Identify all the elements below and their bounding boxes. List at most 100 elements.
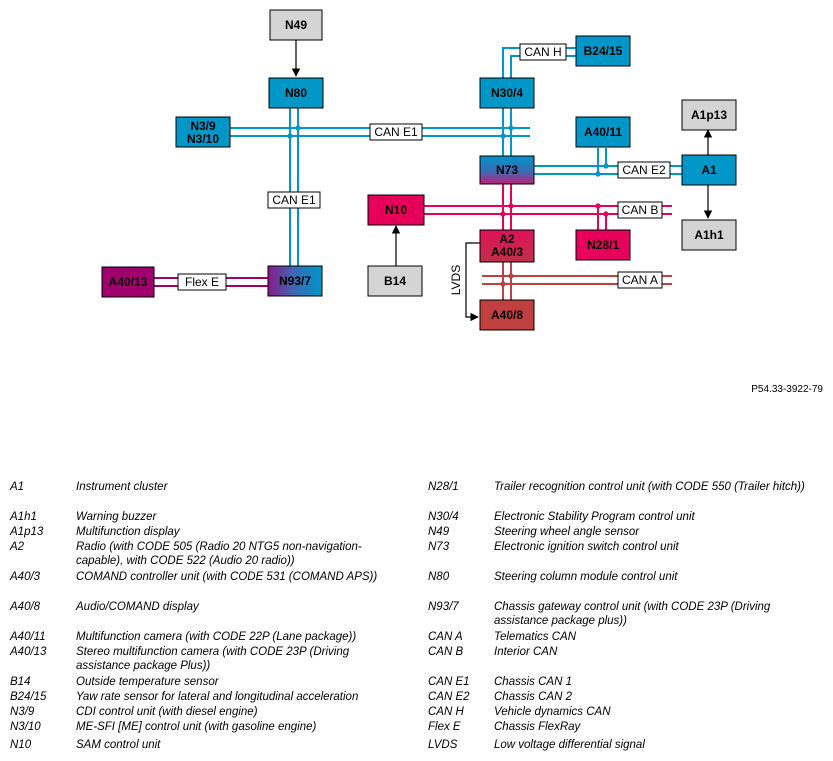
- legend-code: N49: [428, 526, 450, 538]
- block-a1p13: A1p13: [681, 99, 737, 131]
- svg-text:N80: N80: [285, 86, 307, 100]
- legend-code: N30/4: [428, 511, 459, 523]
- legend-code: Flex E: [428, 721, 461, 733]
- legend-description: SAM control unit: [76, 739, 161, 751]
- svg-text:A2: A2: [499, 232, 515, 246]
- block-n30-4: N30/4: [479, 77, 535, 109]
- svg-text:N3/10: N3/10: [187, 132, 219, 146]
- legend-code: CAN A: [428, 631, 463, 643]
- svg-text:N49: N49: [285, 18, 307, 32]
- legend-description: Steering column module control unit: [494, 571, 678, 583]
- bus-label-can-e2: CAN E2: [617, 161, 671, 179]
- legend-code: CAN E2: [428, 691, 470, 703]
- legend-code: A1p13: [10, 526, 44, 538]
- block-n10: N10: [367, 194, 425, 226]
- block-a2-a40-3: A2 A40/3: [479, 229, 535, 263]
- block-n80: N80: [268, 77, 324, 109]
- legend-description: Warning buzzer: [76, 511, 157, 523]
- legend-description: Radio (with CODE 505 (Radio 20 NTG5 non-…: [76, 541, 362, 567]
- svg-text:CAN B: CAN B: [622, 203, 659, 217]
- legend-description: Chassis CAN 2: [494, 691, 572, 703]
- legend-code: B14: [10, 676, 31, 688]
- svg-text:N93/7: N93/7: [279, 274, 311, 288]
- legend-description: Chassis gateway control unit (with CODE …: [494, 601, 771, 627]
- bus-label-can-e1-horizontal: CAN E1: [369, 123, 423, 141]
- block-a40-8: A40/8: [479, 299, 535, 331]
- svg-text:B24/15: B24/15: [584, 44, 623, 58]
- legend-code: N73: [428, 541, 450, 553]
- block-a1h1: A1h1: [681, 219, 737, 251]
- legend-description: Stereo multifunction camera (with CODE 2…: [76, 646, 350, 672]
- svg-text:N3/9: N3/9: [190, 119, 216, 133]
- block-n3-9-n3-10: N3/9 N3/10: [175, 116, 231, 148]
- legend-code: A1h1: [10, 511, 37, 523]
- legend-right: N28/1 Trailer recognition control unit (w…: [428, 480, 828, 760]
- svg-text:A1p13: A1p13: [691, 108, 727, 122]
- svg-text:CAN E1: CAN E1: [374, 125, 418, 139]
- legend-code: CAN E1: [428, 676, 470, 688]
- legend-code: N3/10: [10, 721, 41, 733]
- svg-text:N30/4: N30/4: [491, 86, 523, 100]
- legend-description: Interior CAN: [494, 646, 558, 658]
- block-n28-1: N28/1: [575, 229, 631, 261]
- bus-label-can-e1-vertical: CAN E1: [267, 191, 321, 209]
- block-a40-13: A40/13: [101, 266, 155, 298]
- bus-label-can-b: CAN B: [617, 201, 663, 219]
- legend-description: Steering wheel angle sensor: [494, 526, 640, 538]
- legend-description: CDI control unit (with diesel engine): [76, 706, 258, 718]
- legend-code: A40/13: [10, 646, 47, 658]
- svg-text:N73: N73: [496, 163, 518, 177]
- legend-description: Telematics CAN: [494, 631, 577, 643]
- network-topology-diagram: CAN H CAN E1 CAN E1 CAN E2 CAN B CAN A F…: [101, 9, 737, 331]
- svg-text:A1h1: A1h1: [694, 228, 724, 242]
- legend-code: B24/15: [10, 691, 47, 703]
- legend-description: Chassis CAN 1: [494, 676, 572, 688]
- legend-code: N3/9: [10, 706, 35, 718]
- legend-description: Vehicle dynamics CAN: [494, 706, 611, 718]
- legend-description: Instrument cluster: [76, 481, 168, 493]
- block-a1: A1: [681, 154, 737, 186]
- block-n49: N49: [269, 9, 323, 41]
- bus-label-lvds: LVDS: [449, 265, 463, 295]
- legend-description: Trailer recognition control unit (with C…: [494, 481, 805, 493]
- legend-code: A40/11: [10, 631, 46, 643]
- svg-text:CAN E2: CAN E2: [622, 163, 666, 177]
- svg-text:A40/11: A40/11: [584, 125, 622, 139]
- figure-id: P54.33-3922-79: [751, 384, 823, 395]
- legend-description: COMAND controller unit (with CODE 531 (C…: [76, 571, 378, 583]
- signal-arrows: [291, 40, 713, 322]
- svg-text:A40/8: A40/8: [491, 308, 523, 322]
- block-n93-7: N93/7: [267, 265, 323, 297]
- legend-description: Yaw rate sensor for lateral and longitud…: [76, 691, 359, 703]
- block-a40-11: A40/11: [575, 116, 631, 148]
- legend-code: CAN H: [428, 706, 464, 718]
- legend-code: N28/1: [428, 481, 459, 493]
- svg-text:A40/13: A40/13: [109, 275, 148, 289]
- block-b24-15: B24/15: [575, 35, 631, 67]
- bus-label-can-h: CAN H: [519, 43, 567, 61]
- legend-code: A40/8: [10, 601, 41, 613]
- legend-code: N93/7: [428, 601, 459, 613]
- legend-code: N10: [10, 739, 32, 751]
- legend-description: Low voltage differential signal: [494, 739, 645, 751]
- legend-description: Multifunction display: [76, 526, 180, 538]
- svg-text:A40/3: A40/3: [491, 245, 523, 259]
- svg-text:N28/1: N28/1: [587, 238, 619, 252]
- svg-text:CAN E1: CAN E1: [272, 193, 316, 207]
- junction-dots: [287, 125, 609, 287]
- legend-code: A40/3: [10, 571, 41, 583]
- bus-label-flex-e: Flex E: [177, 273, 227, 291]
- block-b14: B14: [367, 265, 423, 297]
- legend-description: Electronic ignition switch control unit: [494, 541, 679, 553]
- legend-description: Multifunction camera (with CODE 22P (Lan…: [76, 631, 357, 643]
- block-n73: N73: [479, 155, 535, 185]
- svg-text:A1: A1: [701, 163, 717, 177]
- legend-code: CAN B: [428, 646, 464, 658]
- svg-text:CAN H: CAN H: [524, 45, 561, 59]
- svg-text:CAN A: CAN A: [622, 273, 658, 287]
- legend-description: Chassis FlexRay: [494, 721, 581, 733]
- legend-description: Electronic Stability Program control uni…: [494, 511, 695, 523]
- legend-description: Audio/COMAND display: [76, 601, 199, 613]
- legend-description: Outside temperature sensor: [76, 676, 219, 688]
- legend-code: A2: [10, 541, 25, 553]
